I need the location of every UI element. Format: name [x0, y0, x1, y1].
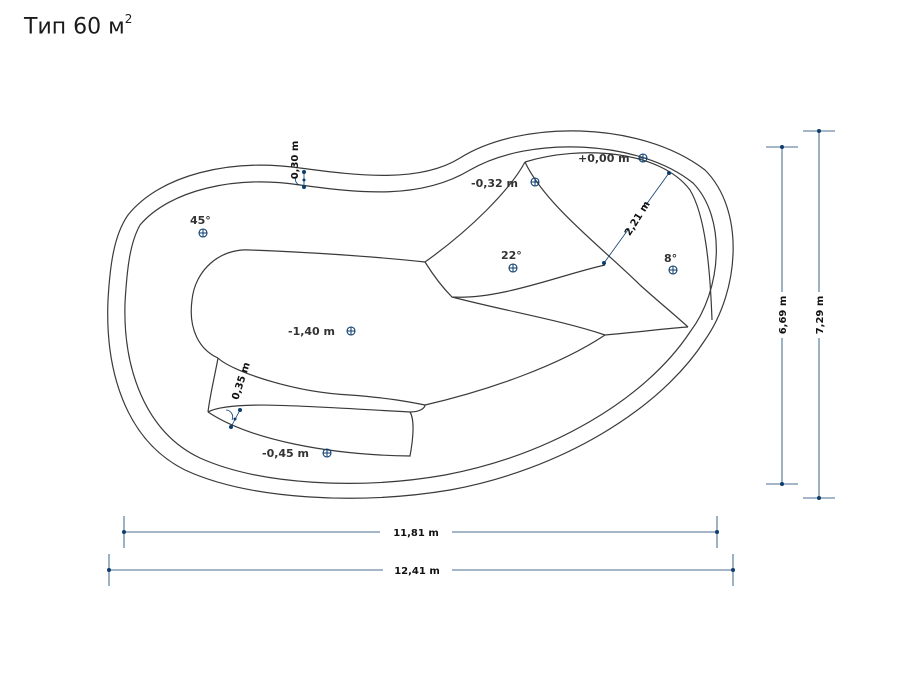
bottom-step-outline: [217, 357, 426, 406]
dim-inner-height: 6,69 m: [766, 145, 798, 486]
dim-outer-length-label: 12,41 m: [394, 566, 440, 577]
middle-slope-bottom: [451, 296, 689, 336]
level-marker-step-bottom: [322, 448, 332, 458]
pool-outer-outline: [107, 130, 734, 499]
dim-outer-height: 7,29 m: [803, 129, 835, 500]
deep-basin-lower: [424, 334, 606, 406]
dim-inner-length-label: 11,81 m: [393, 528, 439, 539]
page-title-sup: 2: [124, 12, 133, 26]
bottom-step-base: [207, 411, 414, 457]
slope-marker-right: [668, 265, 678, 275]
label-slope-middle: 22°: [501, 249, 522, 262]
bottom-step-front: [207, 404, 426, 413]
page-title-text: Тип 60 м: [24, 14, 125, 40]
dim-beach-width: 2,21 m: [602, 171, 671, 265]
slope-marker-left: [198, 228, 208, 238]
dim-outer-height-label: 7,29 m: [815, 296, 826, 335]
dim-outer-length: 12,41 m: [107, 554, 735, 586]
level-marker-step-top: [530, 177, 540, 187]
right-beach-edge: [424, 161, 526, 263]
dim-inner-length: 11,81 m: [122, 516, 719, 548]
top-step-outline: [524, 152, 713, 321]
dim-inner-height-label: 6,69 m: [778, 296, 789, 335]
dim-step-width: 0,35 m: [225, 361, 253, 429]
dim-rim-width-label: 0,30 m: [290, 141, 301, 180]
level-marker-deep: [346, 326, 356, 336]
level-marker-zero: [638, 153, 648, 163]
label-slope-left: 45°: [190, 214, 211, 227]
middle-slope-lower: [424, 261, 606, 298]
dim-step-width-label: 0,35 m: [230, 361, 252, 401]
pool-inner-outline: [124, 146, 717, 484]
slope-marker-middle: [508, 263, 518, 273]
label-level-step-bottom: -0,45 m: [262, 447, 309, 460]
label-level-zero: +0,00 m: [578, 152, 630, 165]
label-slope-right: 8°: [664, 252, 677, 265]
deep-basin-outline: [190, 249, 426, 359]
label-level-deep: -1,40 m: [288, 325, 335, 338]
beach-divider: [524, 161, 689, 328]
page-title: Тип 60 м2: [24, 12, 133, 40]
label-level-step-top: -0,32 m: [471, 177, 518, 190]
bottom-step-left: [207, 357, 219, 413]
dim-rim-width: 0,30 m: [290, 141, 306, 189]
